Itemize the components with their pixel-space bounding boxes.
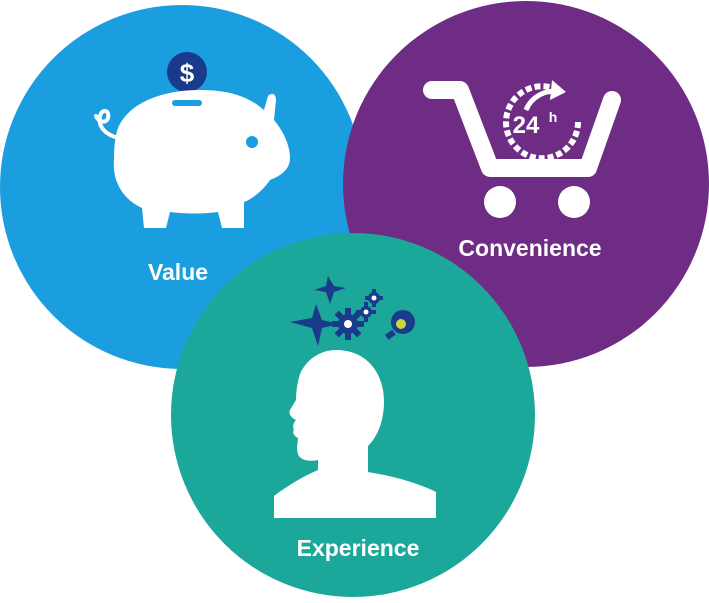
gear-small-icon: [356, 302, 376, 322]
ideas-icon: [290, 276, 415, 346]
badge-24: 24: [513, 112, 540, 139]
gear-large-icon: [332, 308, 364, 340]
light-bulb-icon: [385, 310, 415, 340]
convenience-label: Convenience: [458, 235, 601, 261]
small-star-icon: [314, 276, 346, 304]
experience-label: Experience: [297, 535, 420, 561]
badge-h: h: [549, 109, 558, 125]
cart-wheel-left: [484, 186, 516, 218]
piggy-bank-icon: $: [94, 52, 290, 228]
coin-symbol: $: [180, 58, 195, 88]
value-label: Value: [148, 259, 208, 285]
gear-tiny-icon: [365, 289, 383, 307]
experience-group: Experience: [171, 233, 535, 597]
value-group: $ Value: [0, 5, 364, 369]
large-star-icon: [290, 304, 340, 346]
coin-icon: [167, 52, 207, 92]
cart-wheel-right: [558, 186, 590, 218]
head-profile-icon: [274, 350, 436, 518]
clock-arrow-icon: [503, 80, 582, 162]
shopping-cart-24h-icon: 24 h: [423, 80, 621, 218]
